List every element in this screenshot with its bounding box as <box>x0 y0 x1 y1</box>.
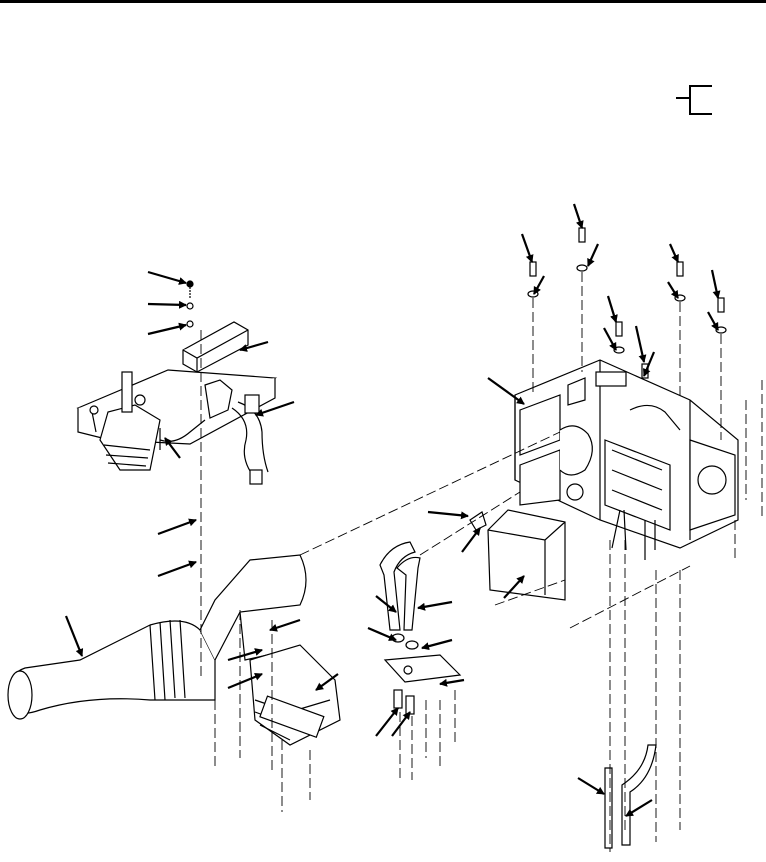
step-bracket-icon <box>676 85 712 115</box>
heater-housing-assembly <box>487 359 739 601</box>
page-top-rule <box>0 0 766 3</box>
housing-screws <box>527 227 727 379</box>
callout-arrows <box>64 203 721 817</box>
drain-tube <box>604 744 657 849</box>
control-panel-assembly <box>76 280 278 485</box>
assembly-centerlines <box>200 272 763 852</box>
air-duct-assembly <box>7 554 341 746</box>
